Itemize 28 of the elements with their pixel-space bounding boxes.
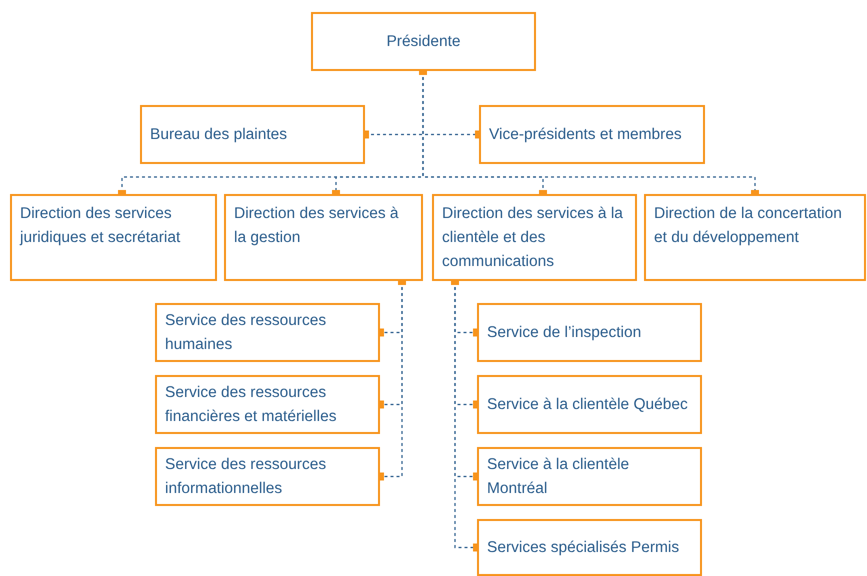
org-box — [432, 194, 637, 281]
box-label: Présidente — [386, 32, 461, 52]
org-box — [477, 303, 702, 362]
org-box — [477, 519, 702, 576]
org-box — [155, 303, 380, 362]
box-label: Service des ressources financières et matérielles — [165, 382, 338, 426]
org-box — [477, 447, 702, 506]
box-label: Bureau des plaintes — [150, 124, 288, 144]
box-label: Service des ressources humaines — [165, 310, 328, 354]
org-box — [224, 194, 423, 281]
org-box — [140, 105, 365, 164]
department-label: Direction des services à la clientèle et des communications — [442, 204, 624, 272]
org-box — [477, 375, 702, 434]
org-box — [155, 447, 380, 506]
org-box — [155, 375, 380, 434]
box-label: Service à la clientèle Montréal — [487, 454, 630, 498]
box-label: Service des ressources informationnelles — [165, 454, 328, 498]
org-box — [644, 194, 866, 281]
department-label: Direction des services à la gestion — [234, 204, 400, 248]
department-label: Direction de la concertation et du développement — [654, 204, 843, 248]
department-label: Direction des services juridiques et secrétariat — [20, 204, 182, 248]
box-label: Service de l’inspection — [487, 322, 642, 342]
box-label: Service à la clientèle Québec — [487, 394, 688, 414]
org-box — [311, 12, 536, 71]
box-label: Vice-présidents et membres — [489, 124, 682, 144]
box-label: Services spécialisés Permis — [487, 538, 680, 558]
org-box — [10, 194, 217, 281]
org-box — [479, 105, 705, 164]
